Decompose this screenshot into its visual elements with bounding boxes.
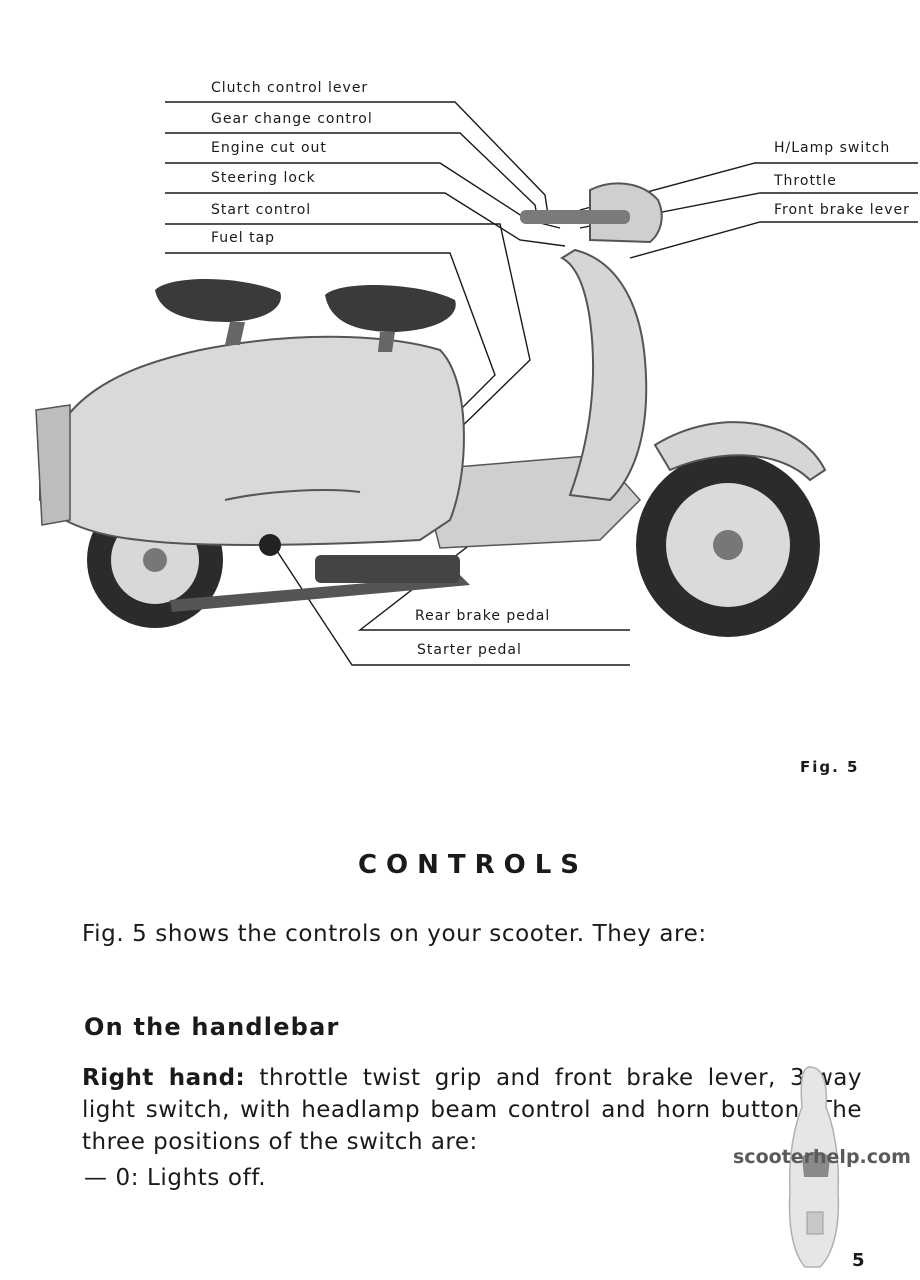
callout-rear-brake-pedal: Rear brake pedal (415, 608, 551, 624)
scooter-logo-icon (788, 1066, 840, 1268)
paragraph-body: throttle twist grip and front brake leve… (82, 1065, 862, 1155)
scooter-figure (35, 101, 918, 666)
callout-clutch-control-lever: Clutch control lever (211, 80, 369, 96)
callout-engine-cut-out: Engine cut out (211, 140, 327, 156)
leader-steering (165, 192, 566, 247)
intro-text: Fig. 5 shows the controls on your scoote… (82, 921, 707, 947)
callout-throttle: Throttle (774, 173, 837, 189)
watermark-text: scooterhelp.com (733, 1146, 911, 1168)
callout-starter-pedal: Starter pedal (417, 642, 522, 658)
paragraph-lead: Right hand: (82, 1065, 246, 1091)
rear-seat (155, 278, 281, 322)
list-item: — 0: Lights off. (84, 1165, 267, 1191)
leader-front-brake (629, 221, 918, 259)
right-hand-paragraph: Right hand: throttle twist grip and fron… (82, 1062, 862, 1158)
page-title: CONTROLS (357, 850, 589, 880)
scooter-illustration (35, 182, 827, 637)
callout-gear-change-control: Gear change control (211, 111, 373, 127)
leader-starter (274, 547, 630, 666)
callout-fuel-tap: Fuel tap (211, 230, 276, 246)
callout-front-brake-lever: Front brake lever (774, 202, 910, 218)
leader-clutch (165, 101, 549, 216)
leader-fuel (165, 252, 496, 431)
callout-steering-lock: Steering lock (211, 170, 316, 186)
section-title: On the handlebar (84, 1013, 340, 1041)
callout-start-control: Start control (211, 202, 312, 218)
figure-caption: Fig. 5 (800, 758, 860, 776)
front-seat (325, 284, 456, 332)
page-number: 5 (852, 1250, 865, 1271)
leader-start (165, 223, 531, 441)
callout-hlamp-switch: H/Lamp switch (774, 140, 891, 156)
